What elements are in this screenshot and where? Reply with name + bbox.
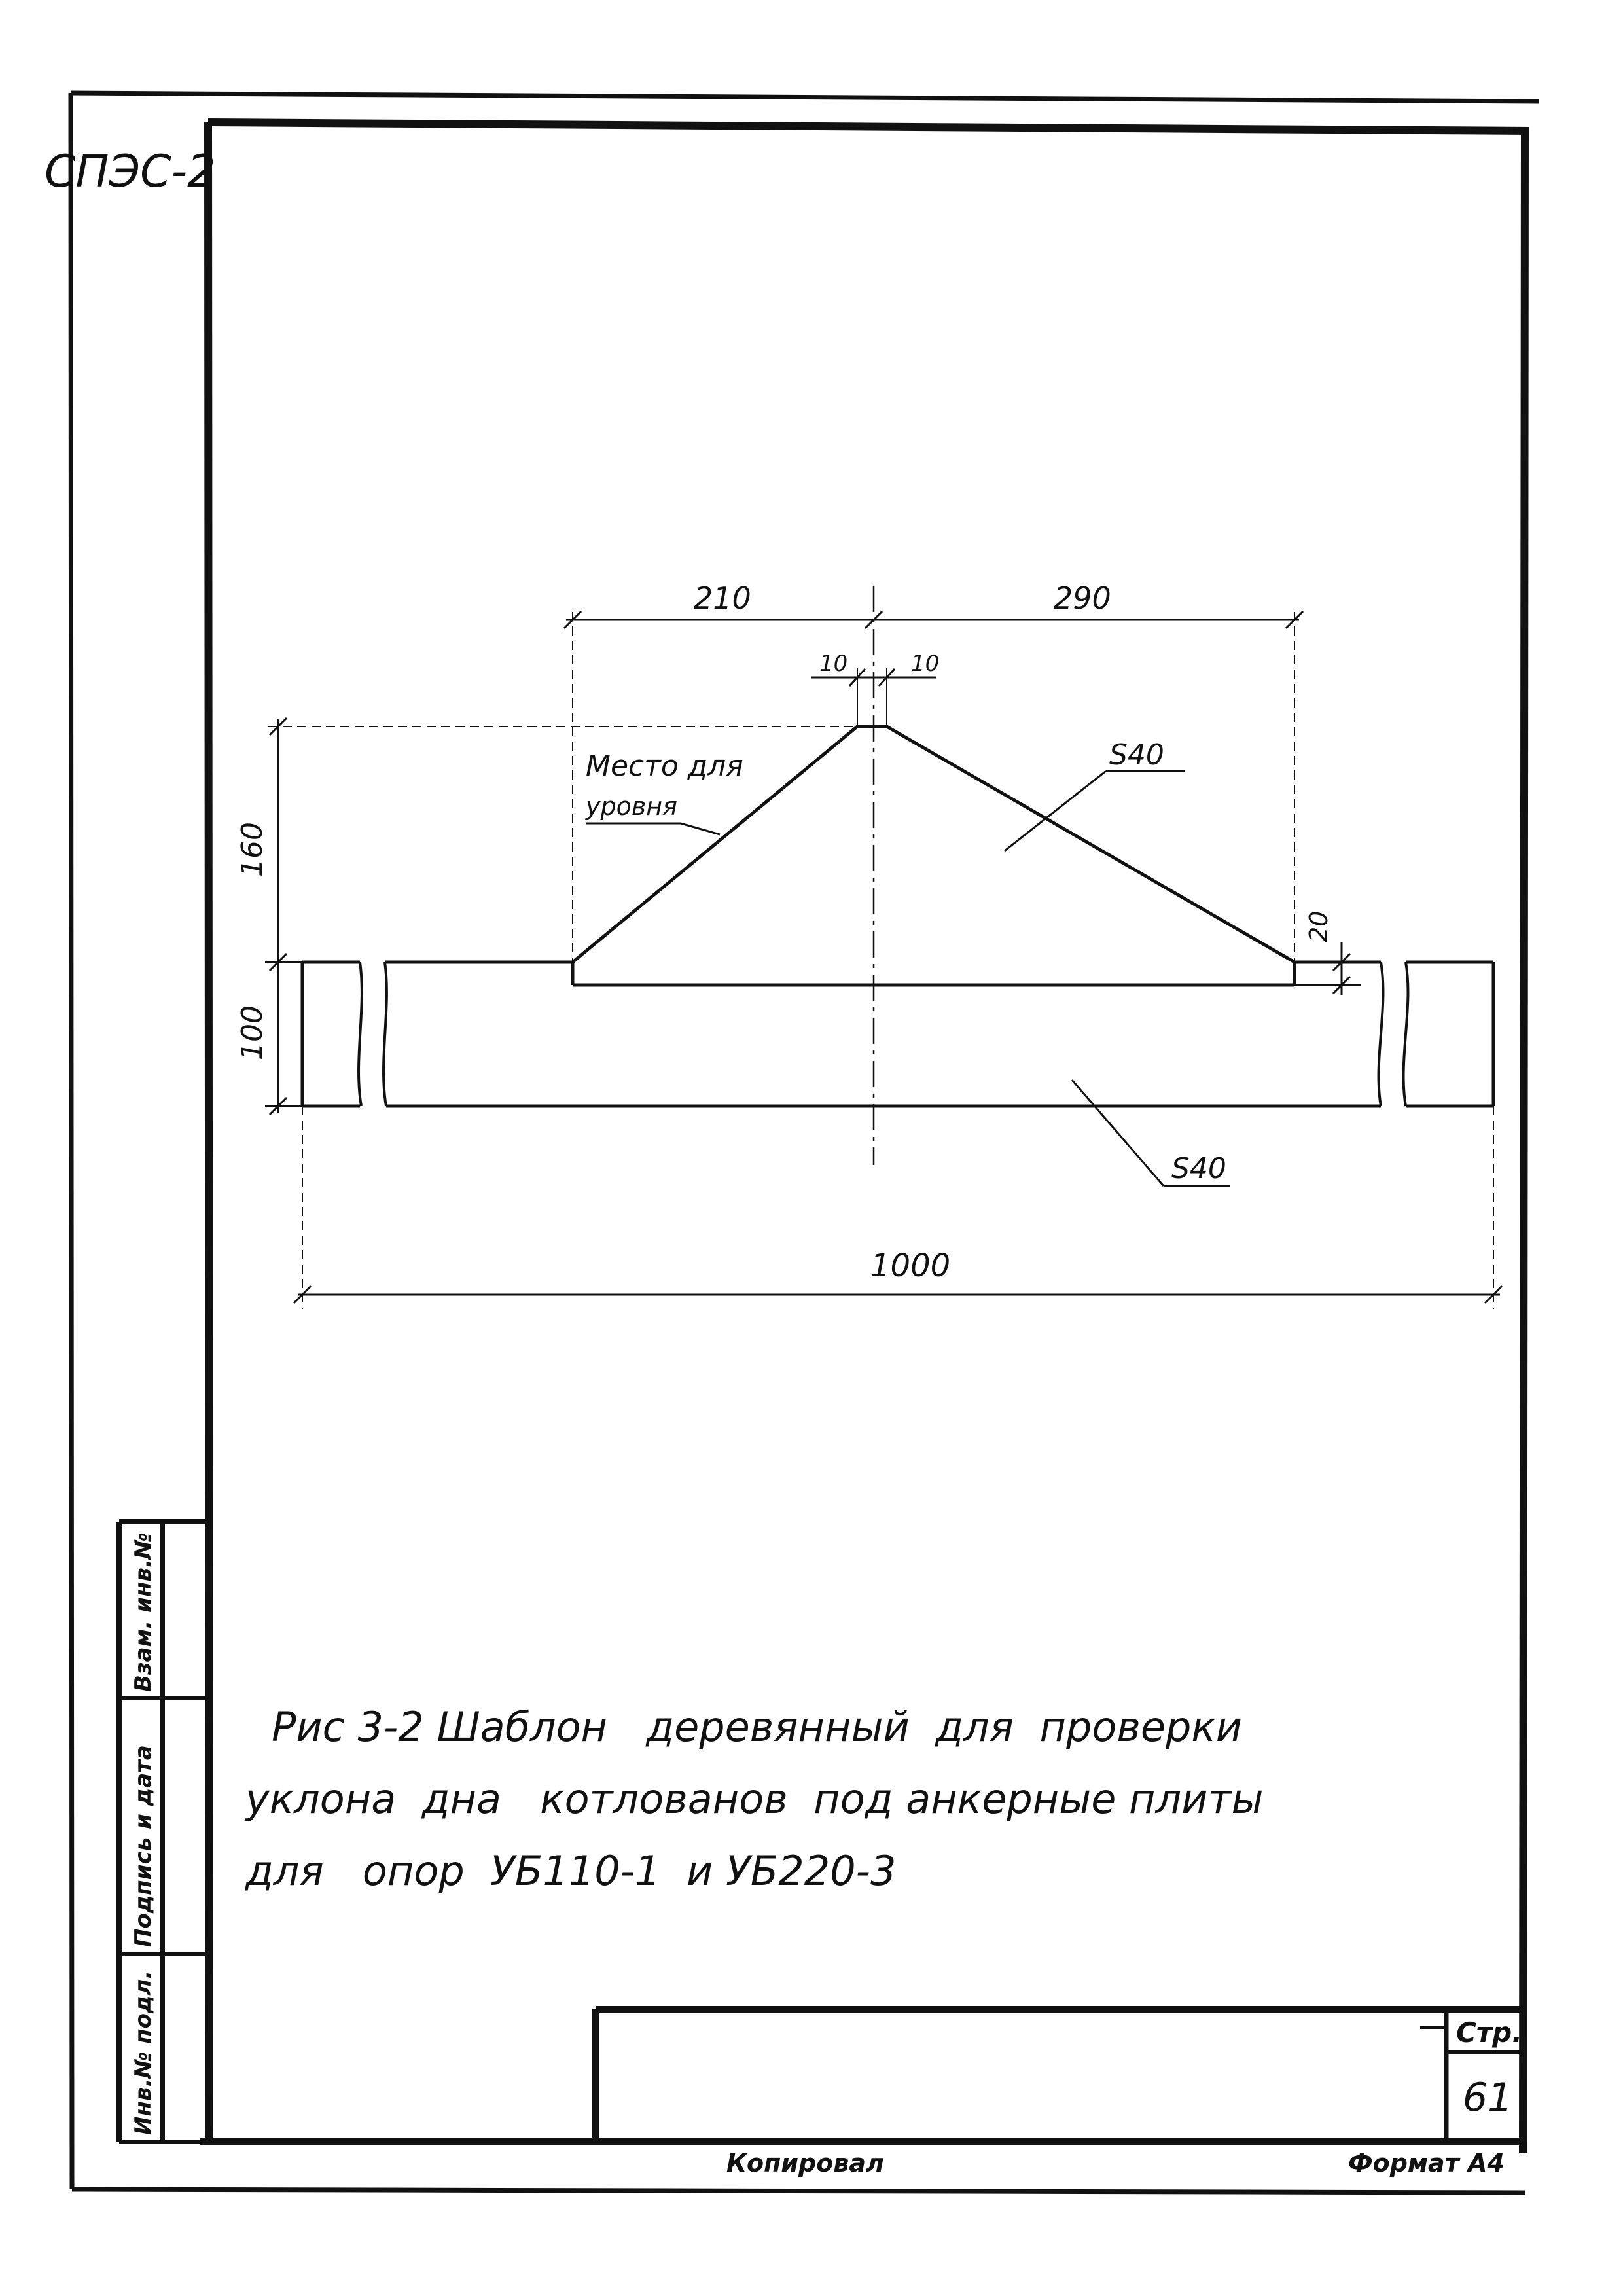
template-drawing: 210 290 10 10 160 20 100 1000 Место для … <box>236 581 1503 1309</box>
footer-copied: Копировал <box>726 2149 884 2178</box>
side-stamp: Взам. инв.№ Подпись и дата Инв.№ подл. <box>116 1519 208 2144</box>
callout-thickness-bottom: S40 <box>1071 1079 1230 1187</box>
page-number: 61 <box>1463 2075 1512 2121</box>
title-block: Стр. 61 <box>592 2006 1525 2142</box>
triangle-part <box>571 725 1296 987</box>
footer-format: Формат А4 <box>1348 2149 1505 2178</box>
stamp-signature-date: Подпись и дата <box>130 1745 156 1947</box>
dim-peak-right: 10 <box>911 651 939 677</box>
callout-level-line2: уровня <box>585 792 677 821</box>
outer-frame <box>68 90 1540 2195</box>
dimension-lines <box>268 610 1503 1304</box>
page-label: Стр. <box>1456 2017 1522 2049</box>
dim-top-left: 210 <box>694 581 751 616</box>
callout-level-line1: Место для <box>586 749 743 783</box>
inner-frame <box>200 118 1529 2154</box>
dim-triangle-height: 160 <box>236 822 269 877</box>
caption-line-1: Рис 3-2 Шаблон деревянный для проверки <box>272 1703 1242 1751</box>
dim-peak-left: 10 <box>819 651 847 677</box>
extension-lines <box>265 612 1494 1309</box>
dim-top-right: 290 <box>1054 581 1111 616</box>
callout-thickness-top-label: S40 <box>1109 738 1164 772</box>
stamp-inv-replacement: Взам. инв.№ <box>130 1532 156 1692</box>
dim-right-height: 20 <box>1304 911 1333 942</box>
stamp-inv-original: Инв.№ подл. <box>130 1971 156 2135</box>
board <box>300 960 1495 1108</box>
callout-thickness-bottom-label: S40 <box>1171 1152 1226 1185</box>
callout-thickness-top: S40 <box>1004 738 1185 852</box>
caption-line-2: уклона дна котлованов под анкерные плиты <box>244 1775 1264 1823</box>
sheet-code: СПЭС-2 <box>45 146 215 198</box>
dim-board-height: 100 <box>236 1005 269 1060</box>
caption-line-3: для опор УБ110-1 и УБ220-3 <box>245 1847 896 1895</box>
figure-caption: Рис 3-2 Шаблон деревянный для проверки у… <box>244 1703 1264 1895</box>
dim-total-length: 1000 <box>870 1247 950 1284</box>
callout-level-place: Место для уровня <box>585 749 743 836</box>
